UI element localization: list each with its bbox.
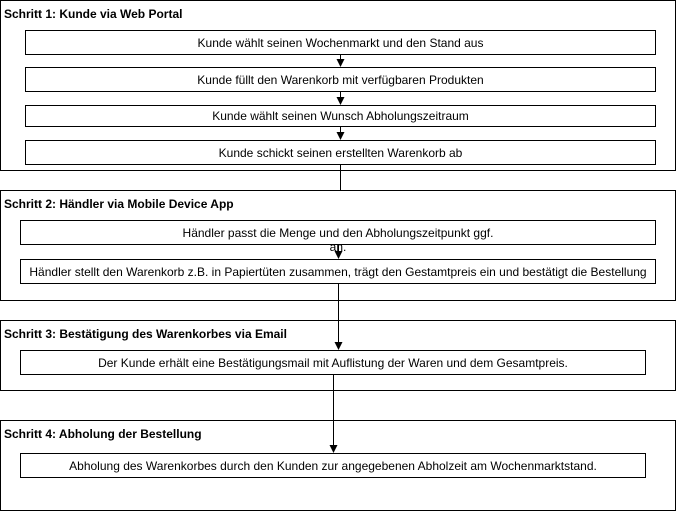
step-2-box-1-overflow-text: an. [329, 240, 347, 254]
step-1-title: Schritt 1: Kunde via Web Portal [4, 7, 183, 21]
step-1-box-4: Kunde schickt seinen erstellten Warenkor… [25, 140, 656, 165]
step-3-box-1: Der Kunde erhält eine Bestätigungsmail m… [20, 350, 646, 375]
step-1-box-3: Kunde wählt seinen Wunsch Abholungszeitr… [25, 105, 656, 127]
step-2-box-1: Händler passt die Menge und den Abholung… [20, 220, 656, 245]
step-3-title: Schritt 3: Bestätigung des Warenkorbes v… [4, 327, 287, 341]
step-1-box-2: Kunde füllt den Warenkorb mit verfügbare… [25, 67, 656, 92]
step-2-title: Schritt 2: Händler via Mobile Device App [4, 197, 234, 211]
step-4-box-1: Abholung des Warenkorbes durch den Kunde… [20, 453, 646, 478]
step-2-box-2: Händler stellt den Warenkorb z.B. in Pap… [20, 259, 656, 284]
step-1-box-1: Kunde wählt seinen Wochenmarkt und den S… [25, 30, 656, 55]
step-4-title: Schritt 4: Abholung der Bestellung [4, 427, 202, 441]
